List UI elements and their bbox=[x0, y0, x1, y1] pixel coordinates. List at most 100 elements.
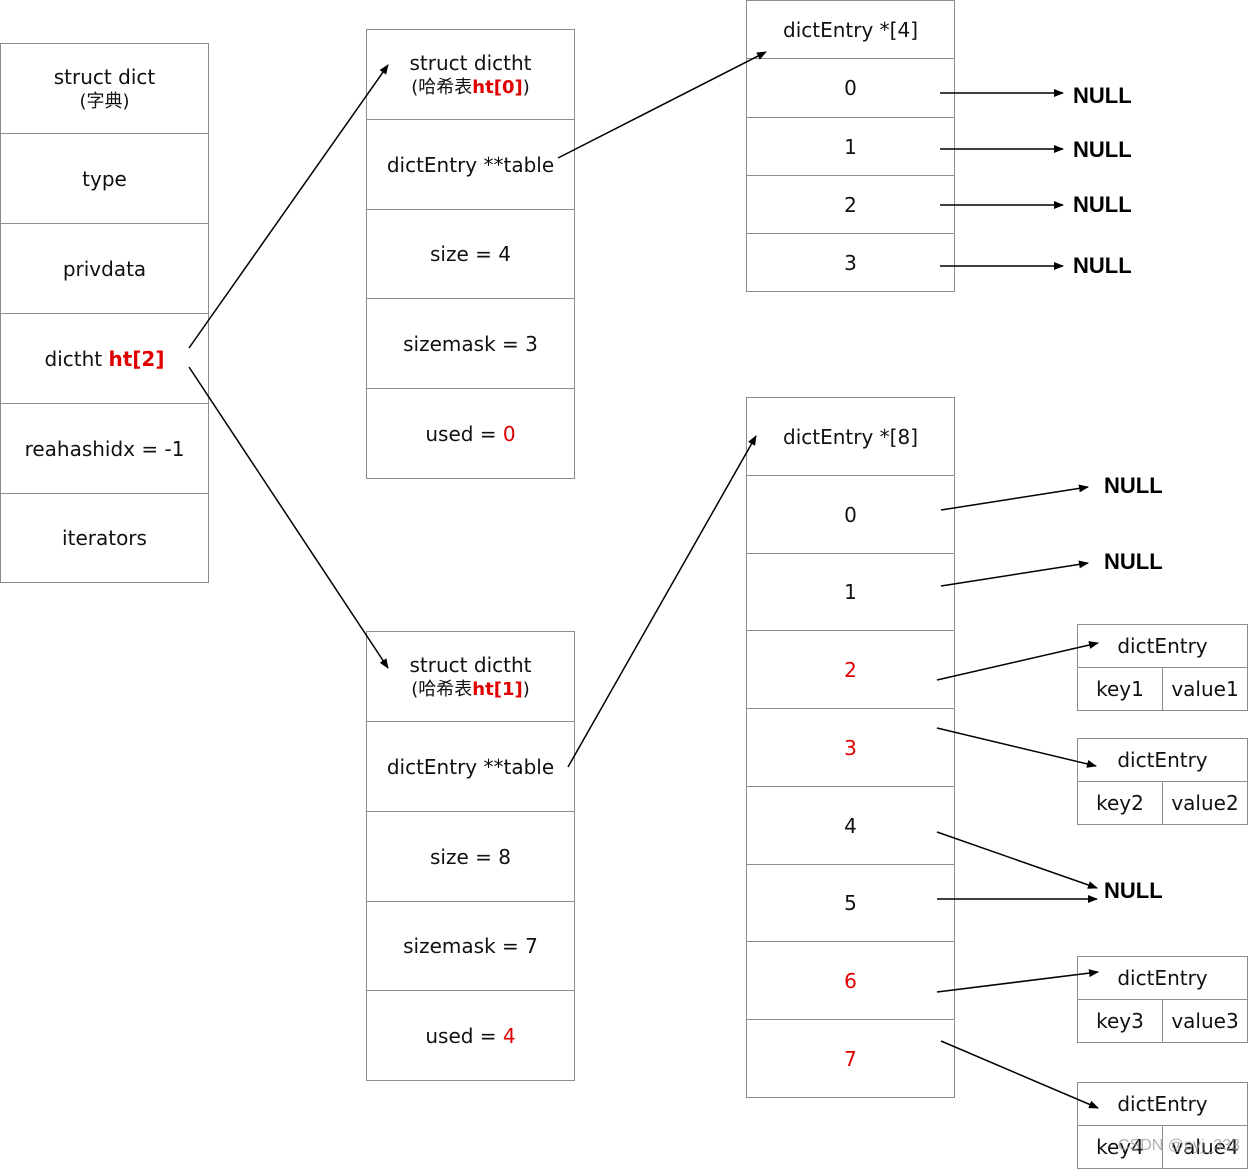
ht0-header: struct dictht (哈希表ht[0]) bbox=[366, 29, 575, 120]
ht1-sizemask: sizemask = 7 bbox=[366, 901, 575, 991]
null-label: NULL bbox=[1073, 192, 1132, 217]
ht1-used-label: used = bbox=[425, 1023, 503, 1048]
null-label: NULL bbox=[1073, 137, 1132, 162]
dict-subtitle: (字典) bbox=[79, 90, 130, 112]
dict-field-type-label: type bbox=[82, 166, 127, 191]
dict-field-privdata-label: privdata bbox=[62, 256, 147, 281]
ht1-header: struct dictht (哈希表ht[1]) bbox=[366, 631, 575, 722]
ht0-sizemask-label: sizemask = 3 bbox=[403, 331, 538, 356]
ht0-subtitle: (哈希表ht[0]) bbox=[411, 76, 530, 98]
dictentry-key: key3 bbox=[1077, 999, 1163, 1043]
ht1-subtitle: (哈希表ht[1]) bbox=[411, 678, 530, 700]
arrow-slot-to-entry bbox=[936, 727, 1097, 768]
array8-slot: 1 bbox=[746, 553, 955, 631]
null-label: NULL bbox=[1104, 473, 1163, 498]
ht1-used: used = 4 bbox=[366, 990, 575, 1081]
array8-slot: 5 bbox=[746, 864, 955, 942]
dictentry-key-label: key3 bbox=[1096, 1009, 1144, 1033]
dictentry-key: key1 bbox=[1077, 667, 1163, 711]
ht1-size-label: size = 8 bbox=[430, 844, 511, 869]
array8-slot: 7 bbox=[746, 1019, 955, 1098]
arrow-slot-to-entry bbox=[936, 969, 1099, 993]
null-label: NULL bbox=[1073, 253, 1132, 278]
dictentry-title: dictEntry bbox=[1077, 738, 1248, 782]
arrow-ht0-table-to-array4 bbox=[557, 51, 767, 159]
dictentry-key-label: key4 bbox=[1096, 1135, 1144, 1159]
null-label: NULL bbox=[1073, 83, 1132, 108]
arrow-slot-to-entry bbox=[936, 641, 1099, 681]
array8-slot-index: 6 bbox=[844, 968, 857, 993]
dictentry-value: value3 bbox=[1162, 999, 1248, 1043]
arrow-slot-to-null bbox=[940, 484, 1089, 511]
array4-header-label: dictEntry *[4] bbox=[783, 17, 918, 42]
array8-slot: 0 bbox=[746, 475, 955, 554]
dictentry-title-label: dictEntry bbox=[1117, 748, 1208, 772]
dict-field-ht-name: ht[2] bbox=[108, 346, 165, 371]
ht1-used-value: 4 bbox=[502, 1023, 516, 1048]
dict-field-type: type bbox=[0, 133, 209, 224]
dictentry-title: dictEntry bbox=[1077, 624, 1248, 668]
array8-slot-index: 4 bbox=[844, 813, 857, 838]
dict-field-privdata: privdata bbox=[0, 223, 209, 314]
dict-field-rehashidx-label: reahashidx = -1 bbox=[24, 436, 185, 461]
array8-slot: 3 bbox=[746, 708, 955, 787]
dict-field-iterators: iterators bbox=[0, 493, 209, 583]
array4-slot: 2 bbox=[746, 175, 955, 234]
array4-header: dictEntry *[4] bbox=[746, 0, 955, 59]
dictentry-key-label: key2 bbox=[1096, 791, 1144, 815]
dictentry-value-label: value2 bbox=[1171, 791, 1239, 815]
dict-field-ht: dictht ht[2] bbox=[0, 313, 209, 404]
ht0-used-value: 0 bbox=[502, 421, 516, 446]
dictentry-value: value2 bbox=[1162, 781, 1248, 825]
array4-slot: 3 bbox=[746, 233, 955, 292]
arrow-slot-to-null bbox=[940, 560, 1089, 587]
dictentry-key: key2 bbox=[1077, 781, 1163, 825]
dictentry-title-label: dictEntry bbox=[1117, 1092, 1208, 1116]
array8-header-label: dictEntry *[8] bbox=[783, 424, 918, 449]
ht1-table: dictEntry **table bbox=[366, 721, 575, 812]
null-label: NULL bbox=[1104, 549, 1163, 574]
dictentry-value-label: value1 bbox=[1171, 677, 1239, 701]
array4-slot-index: 0 bbox=[844, 76, 857, 100]
array4-slot-index: 2 bbox=[844, 192, 857, 217]
array4-slot-index: 1 bbox=[844, 134, 857, 159]
array4-slot-index: 3 bbox=[844, 250, 857, 275]
ht1-sizemask-label: sizemask = 7 bbox=[403, 934, 538, 958]
dictentry-value: value1 bbox=[1162, 667, 1248, 711]
dictentry-title: dictEntry bbox=[1077, 956, 1248, 1000]
ht0-title: struct dictht bbox=[409, 50, 532, 75]
dictentry-value-label: value3 bbox=[1171, 1009, 1239, 1033]
ht1-table-label: dictEntry **table bbox=[386, 754, 555, 779]
watermark: CSDN @pyj_333 bbox=[1118, 1137, 1241, 1154]
array8-slot-index: 1 bbox=[844, 580, 857, 604]
ht0-table-label: dictEntry **table bbox=[386, 152, 555, 177]
null-label: NULL bbox=[1104, 878, 1163, 903]
ht0-size-label: size = 4 bbox=[430, 242, 511, 266]
dictentry-value-label: value4 bbox=[1171, 1135, 1239, 1159]
array8-slot-index: 7 bbox=[844, 1046, 857, 1071]
ht0-used: used = 0 bbox=[366, 388, 575, 479]
dict-field-iterators-label: iterators bbox=[62, 526, 147, 550]
ht0-size: size = 4 bbox=[366, 209, 575, 299]
arrow-slot-to-entry bbox=[940, 1040, 1099, 1109]
array8-slot-index: 3 bbox=[844, 735, 857, 760]
dictentry-title-label: dictEntry bbox=[1117, 634, 1208, 658]
ht1-title: struct dictht bbox=[409, 652, 532, 677]
ht0-sizemask: sizemask = 3 bbox=[366, 298, 575, 389]
array8-slot-index: 5 bbox=[844, 891, 857, 915]
dictentry-key: key4 bbox=[1077, 1125, 1163, 1169]
array8-header: dictEntry *[8] bbox=[746, 397, 955, 476]
arrow-dict-to-ht1 bbox=[188, 366, 389, 669]
dictentry-key-label: key1 bbox=[1096, 677, 1144, 701]
array8-slot-index: 2 bbox=[844, 657, 857, 682]
ht0-used-label: used = bbox=[425, 421, 503, 446]
array8-slot-index: 0 bbox=[844, 502, 857, 527]
arrow-slot-to-null bbox=[936, 831, 1098, 889]
dict-field-ht-prefix: dictht bbox=[44, 346, 109, 371]
ht1-size: size = 8 bbox=[366, 811, 575, 902]
ht0-table: dictEntry **table bbox=[366, 119, 575, 210]
arrow-dict-to-ht0 bbox=[188, 64, 389, 349]
dict-header: struct dict (字典) bbox=[0, 43, 209, 134]
